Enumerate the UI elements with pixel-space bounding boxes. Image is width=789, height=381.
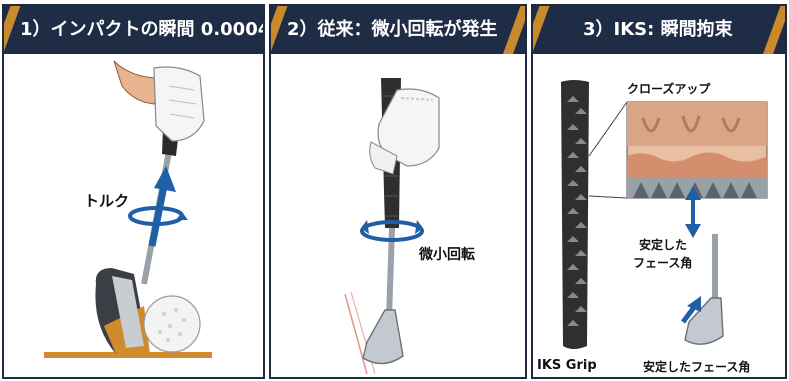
panel-impact: 1）インパクトの瞬間 0.0004秒 — [2, 4, 265, 379]
stable-face-label-line1: 安定した — [639, 238, 688, 252]
panel-header: 3）IKS: 瞬間拘束 — [533, 6, 785, 54]
club-shaft — [386, 227, 395, 319]
closeup-label: クローズアップ — [627, 82, 711, 96]
conventional-illustration — [344, 78, 440, 375]
stable-face-bottom-label: 安定したフェース角 — [643, 360, 751, 374]
panel-title: 3）IKS: 瞬間拘束 — [583, 19, 733, 40]
panel-title: 2）従来：微小回転が発生 — [287, 19, 498, 40]
ground-line — [44, 352, 212, 358]
stable-face-arrow — [681, 296, 701, 324]
golf-ball — [143, 295, 201, 353]
zoom-connector — [588, 101, 628, 157]
stable-face-label-line2: フェース角 — [633, 256, 693, 270]
golf-glove — [369, 88, 440, 175]
iks-illustration — [561, 80, 768, 349]
grip-label: IKS Grip — [537, 358, 597, 373]
panel-header: 1）インパクトの瞬間 0.0004秒 — [4, 6, 263, 54]
torque-rotation-arrow — [128, 206, 188, 226]
panel-conventional: 2）従来：微小回転が発生 — [269, 4, 527, 379]
iron-head — [362, 309, 404, 365]
panel-title: 1）インパクトの瞬間 0.0004秒 — [20, 19, 263, 40]
micro-rotation-label: 微小回転 — [419, 247, 475, 263]
micro-rotation-arrow — [360, 220, 424, 242]
closeup-inset — [626, 101, 768, 199]
golfer-hands — [113, 60, 205, 142]
clamp-arrow — [685, 186, 701, 238]
impact-force-arrow — [148, 166, 176, 247]
panel-header: 2）従来：微小回転が発生 — [271, 6, 525, 54]
iks-grip-illustration — [561, 80, 589, 349]
panel-iks: 3）IKS: 瞬間拘束 — [531, 4, 787, 379]
impact-illustration — [44, 60, 212, 358]
iron-head — [684, 297, 724, 345]
zoom-connector — [588, 195, 628, 199]
club-head — [95, 268, 150, 354]
torque-label: トルク — [84, 192, 130, 210]
